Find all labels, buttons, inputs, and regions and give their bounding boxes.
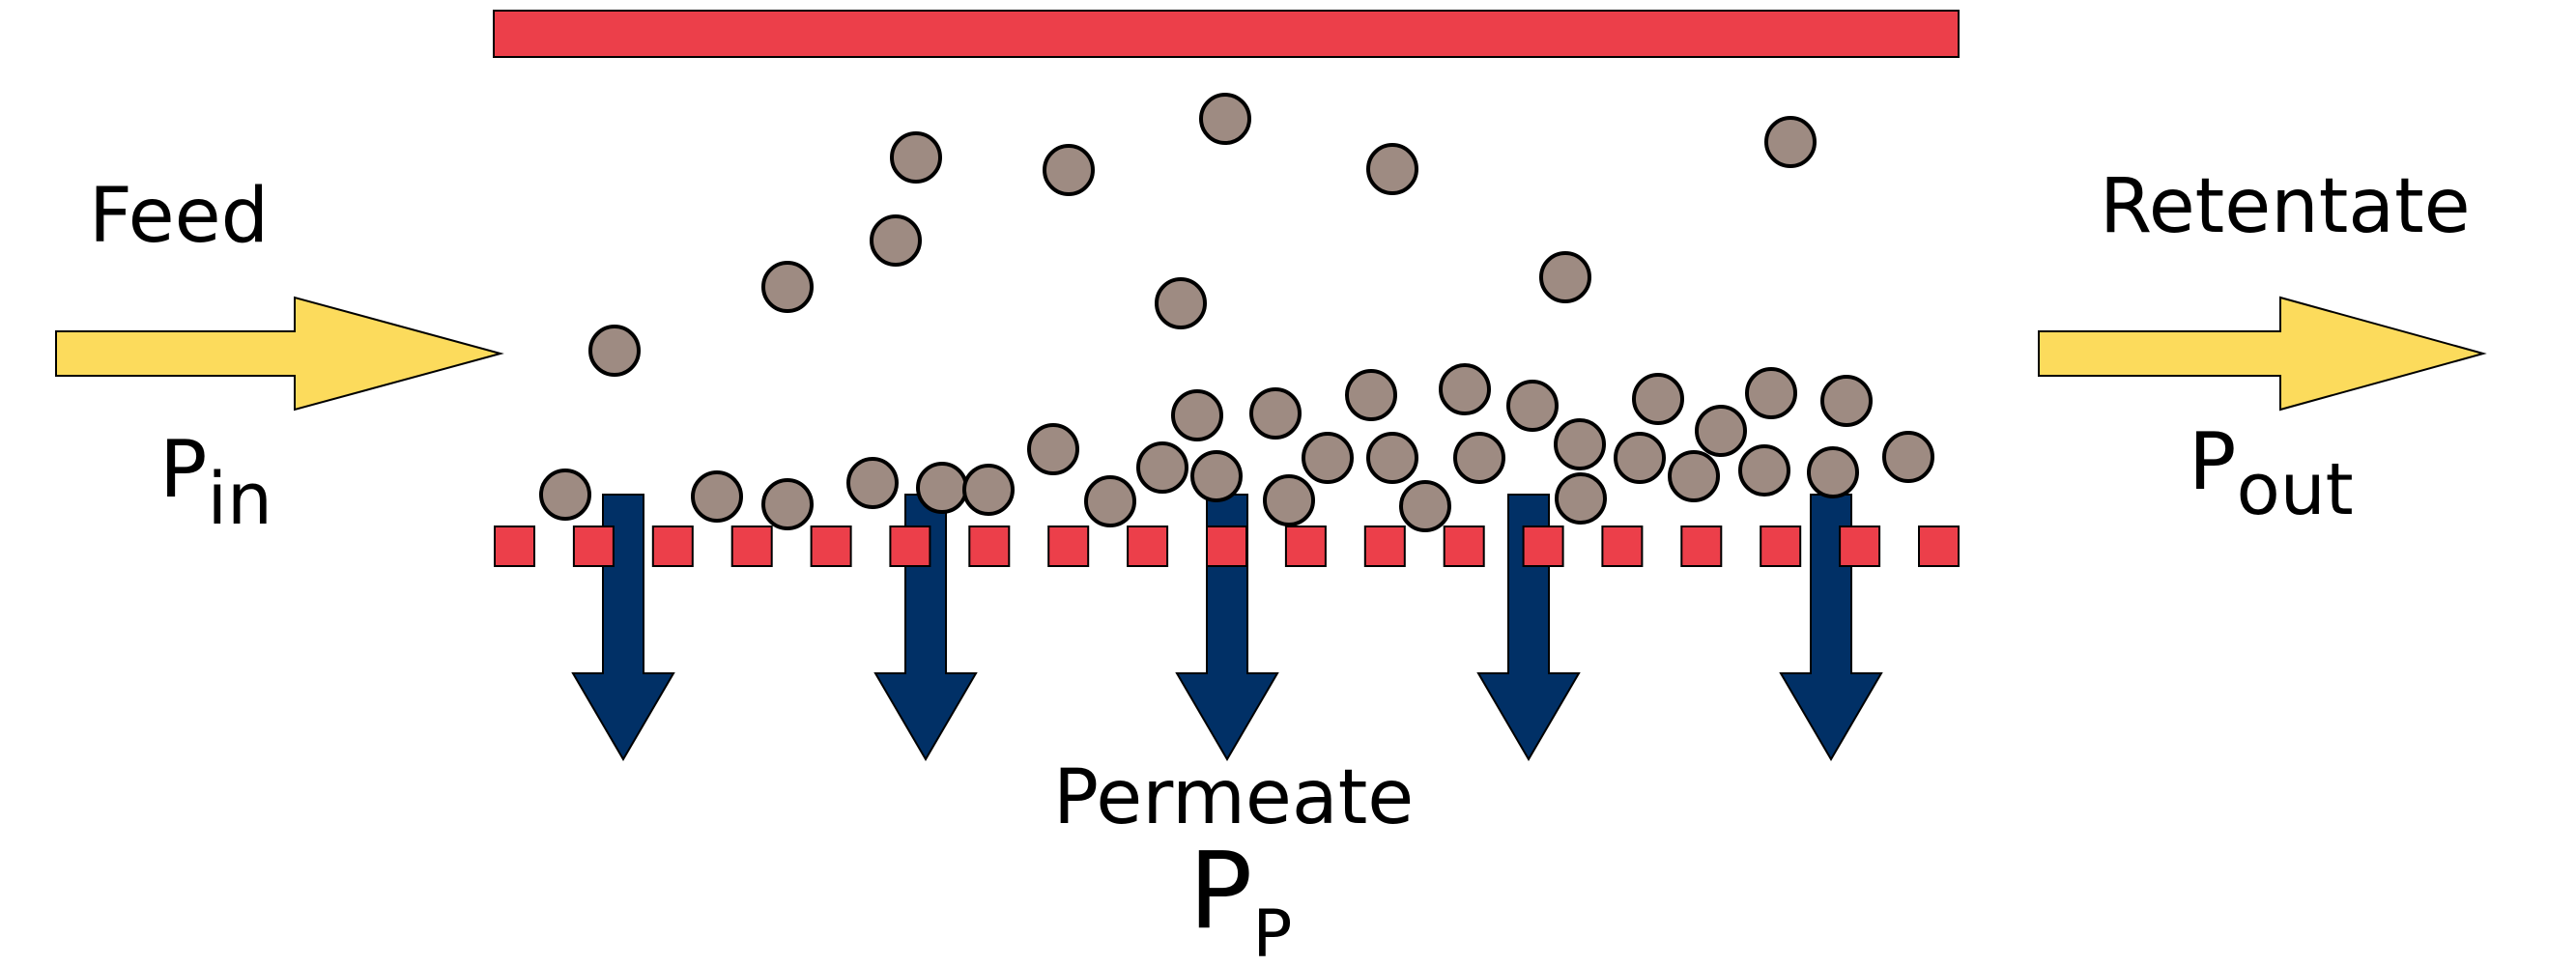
p-p-sub: P <box>1252 896 1292 966</box>
particle <box>1554 418 1606 470</box>
particle <box>1820 375 1873 427</box>
particle <box>761 261 814 313</box>
particle <box>1539 251 1591 303</box>
permeate-arrow <box>1175 494 1279 761</box>
membrane-segment <box>1839 526 1881 567</box>
permeate-label: Permeate <box>1053 754 1414 841</box>
membrane-segment <box>968 526 1011 567</box>
membrane-segment <box>1363 526 1406 567</box>
retentate-label: Retentate <box>2100 163 2471 250</box>
retentate-arrow <box>2038 296 2487 412</box>
membrane-segment <box>1443 526 1485 567</box>
particles <box>539 93 1934 532</box>
particle <box>539 469 591 521</box>
membrane-segment <box>1601 526 1644 567</box>
particle <box>1199 93 1251 145</box>
membrane-segment <box>730 526 773 567</box>
particle <box>1190 450 1243 502</box>
membrane-segment <box>1127 526 1169 567</box>
particle <box>1171 389 1223 441</box>
feed-label: Feed <box>89 173 269 260</box>
particle <box>1439 363 1491 415</box>
particle <box>691 470 743 523</box>
particle <box>1738 444 1790 497</box>
membrane-segment <box>572 526 615 567</box>
p-out-sub: out <box>2236 448 2353 531</box>
particle <box>1155 277 1207 329</box>
membrane-segment <box>1522 526 1564 567</box>
membrane-segment <box>494 526 535 567</box>
membrane-segment <box>889 526 931 567</box>
p-out-label: Pout <box>2189 416 2354 531</box>
permeate-arrow <box>1779 494 1883 761</box>
particle <box>962 464 1015 516</box>
p-p-label: PP <box>1188 829 1292 966</box>
particle <box>1263 474 1315 526</box>
particle <box>1745 367 1797 419</box>
p-in-sub: in <box>207 458 272 541</box>
p-in-base: P <box>159 424 207 516</box>
feed-arrow <box>55 296 504 412</box>
membrane <box>494 526 1960 567</box>
permeate-arrows <box>571 494 1883 761</box>
particle <box>1345 369 1397 421</box>
particle <box>1506 380 1559 432</box>
particle <box>1695 405 1747 457</box>
particle <box>1366 143 1418 195</box>
permeate-arrow <box>571 494 675 761</box>
top-wall <box>493 10 1960 58</box>
membrane-segment <box>651 526 694 567</box>
permeate-arrow <box>873 494 978 761</box>
particle <box>846 457 899 509</box>
particle <box>1632 373 1684 425</box>
particle <box>1399 480 1451 532</box>
particle <box>1302 432 1354 484</box>
particle <box>1366 432 1418 484</box>
particle <box>890 131 942 184</box>
particle <box>1764 116 1817 168</box>
particle <box>1027 423 1079 475</box>
particle <box>1453 432 1505 484</box>
particle <box>761 478 814 530</box>
particle <box>1882 431 1934 483</box>
membrane-segment <box>1047 526 1090 567</box>
particle <box>1668 450 1720 502</box>
membrane-segment <box>1284 526 1327 567</box>
particle <box>588 325 641 377</box>
membrane-segment <box>1680 526 1723 567</box>
particle <box>1136 441 1188 494</box>
p-p-base: P <box>1188 829 1252 952</box>
membrane-segment <box>1918 526 1960 567</box>
particle <box>1555 472 1607 525</box>
particle <box>1084 475 1136 527</box>
p-in-label: Pin <box>159 424 272 541</box>
particle <box>870 214 922 267</box>
particle <box>1043 144 1095 196</box>
particle <box>916 462 968 514</box>
p-out-base: P <box>2189 416 2236 508</box>
membrane-segment <box>1760 526 1802 567</box>
particle <box>1807 446 1859 498</box>
membrane-segment <box>1206 526 1247 567</box>
particle <box>1614 432 1666 484</box>
permeate-arrow <box>1476 494 1581 761</box>
membrane-segment <box>810 526 852 567</box>
particle <box>1249 387 1302 440</box>
